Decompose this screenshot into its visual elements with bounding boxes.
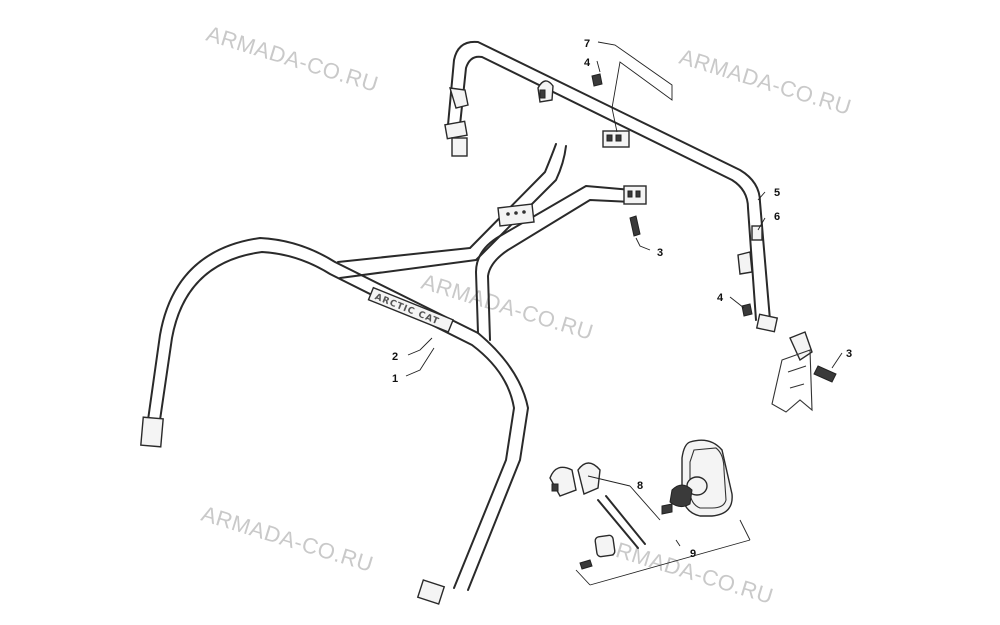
callout-5: 5	[774, 187, 780, 199]
nut-4-top	[591, 73, 603, 87]
nut-4-right	[741, 303, 753, 317]
watermark-bottom-right: ARMADA-CO.RU	[599, 533, 777, 609]
callout-1: 1	[392, 373, 398, 385]
bolt-3-right	[813, 365, 837, 383]
callout-9: 9	[690, 548, 696, 560]
callout-3-top: 3	[657, 247, 663, 259]
fasteners	[591, 73, 837, 383]
callout-2: 2	[392, 351, 398, 363]
rear-rops-bar	[444, 40, 779, 333]
mirror-assembly	[549, 439, 733, 570]
watermark-center: ARMADA-CO.RU	[419, 269, 597, 345]
callouts: 1 2 3 3 4 4 5 6 7 8 9	[392, 38, 852, 560]
leader-lines	[405, 41, 843, 586]
callout-6: 6	[774, 211, 780, 223]
callout-3-right: 3	[846, 348, 852, 360]
callout-4-right: 4	[717, 292, 724, 304]
watermark-top-left: ARMADA-CO.RU	[204, 21, 382, 97]
callout-7: 7	[584, 38, 590, 50]
chassis-mount	[771, 331, 813, 413]
callout-4-top: 4	[584, 57, 591, 69]
bolt-3-top	[629, 215, 641, 237]
watermark-bottom-left: ARMADA-CO.RU	[199, 501, 377, 577]
watermark-top-right: ARMADA-CO.RU	[677, 44, 855, 120]
callout-8: 8	[637, 480, 643, 492]
